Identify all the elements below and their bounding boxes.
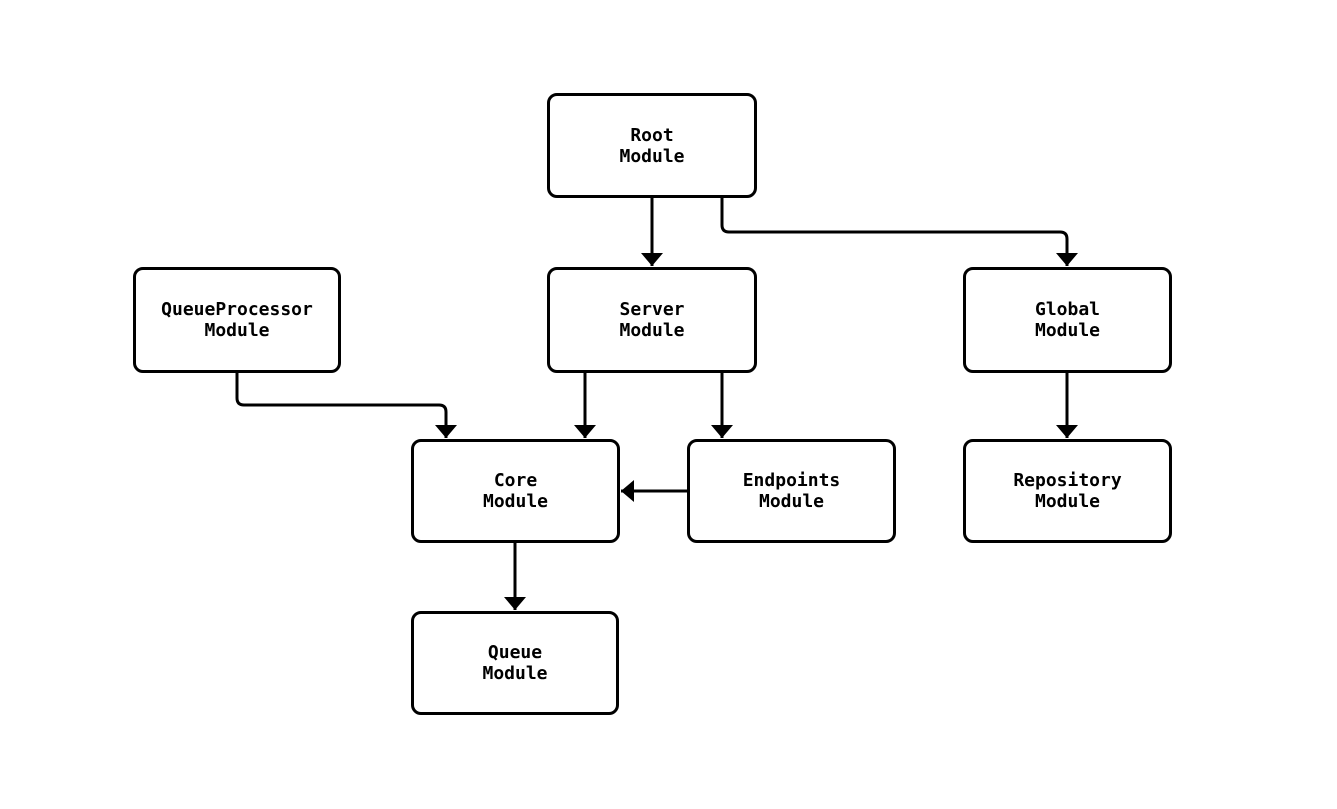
node-endpoints-module: Endpoints Module bbox=[687, 439, 896, 543]
node-label-line1: Root bbox=[630, 124, 674, 146]
edge-root-to-global-arrow bbox=[720, 198, 1078, 266]
node-core-module: Core Module bbox=[411, 439, 620, 543]
node-label-line1: Core bbox=[493, 470, 538, 491]
node-root-module: Root Module bbox=[547, 93, 757, 198]
node-repository-module: Repository Module bbox=[963, 439, 1172, 543]
edge-queueprocessor-to-core-arrow bbox=[235, 373, 457, 438]
node-global-module: Global Module bbox=[963, 267, 1172, 373]
node-label-line1: Endpoints bbox=[742, 470, 841, 491]
node-label-line2: Module bbox=[482, 491, 549, 512]
node-queue-module: Queue Module bbox=[411, 611, 619, 715]
node-label-line2: Module bbox=[619, 320, 685, 341]
node-label-line1: Global bbox=[1034, 299, 1101, 320]
node-queueprocessor-module: QueueProcessor Module bbox=[133, 267, 341, 373]
node-label-line2: Module bbox=[204, 320, 270, 341]
node-label-line2: Module bbox=[482, 663, 548, 684]
node-label-line1: QueueProcessor bbox=[161, 299, 313, 320]
node-label-line2: Module bbox=[1034, 491, 1101, 512]
node-label-line1: Queue bbox=[487, 642, 543, 663]
node-label-line2: Module bbox=[758, 491, 825, 512]
node-server-module: Server Module bbox=[547, 267, 757, 373]
node-label-line1: Repository bbox=[1013, 470, 1122, 491]
node-label-line2: Module bbox=[619, 145, 685, 167]
node-label-line2: Module bbox=[1034, 320, 1101, 341]
node-label-line1: Server bbox=[619, 299, 685, 320]
